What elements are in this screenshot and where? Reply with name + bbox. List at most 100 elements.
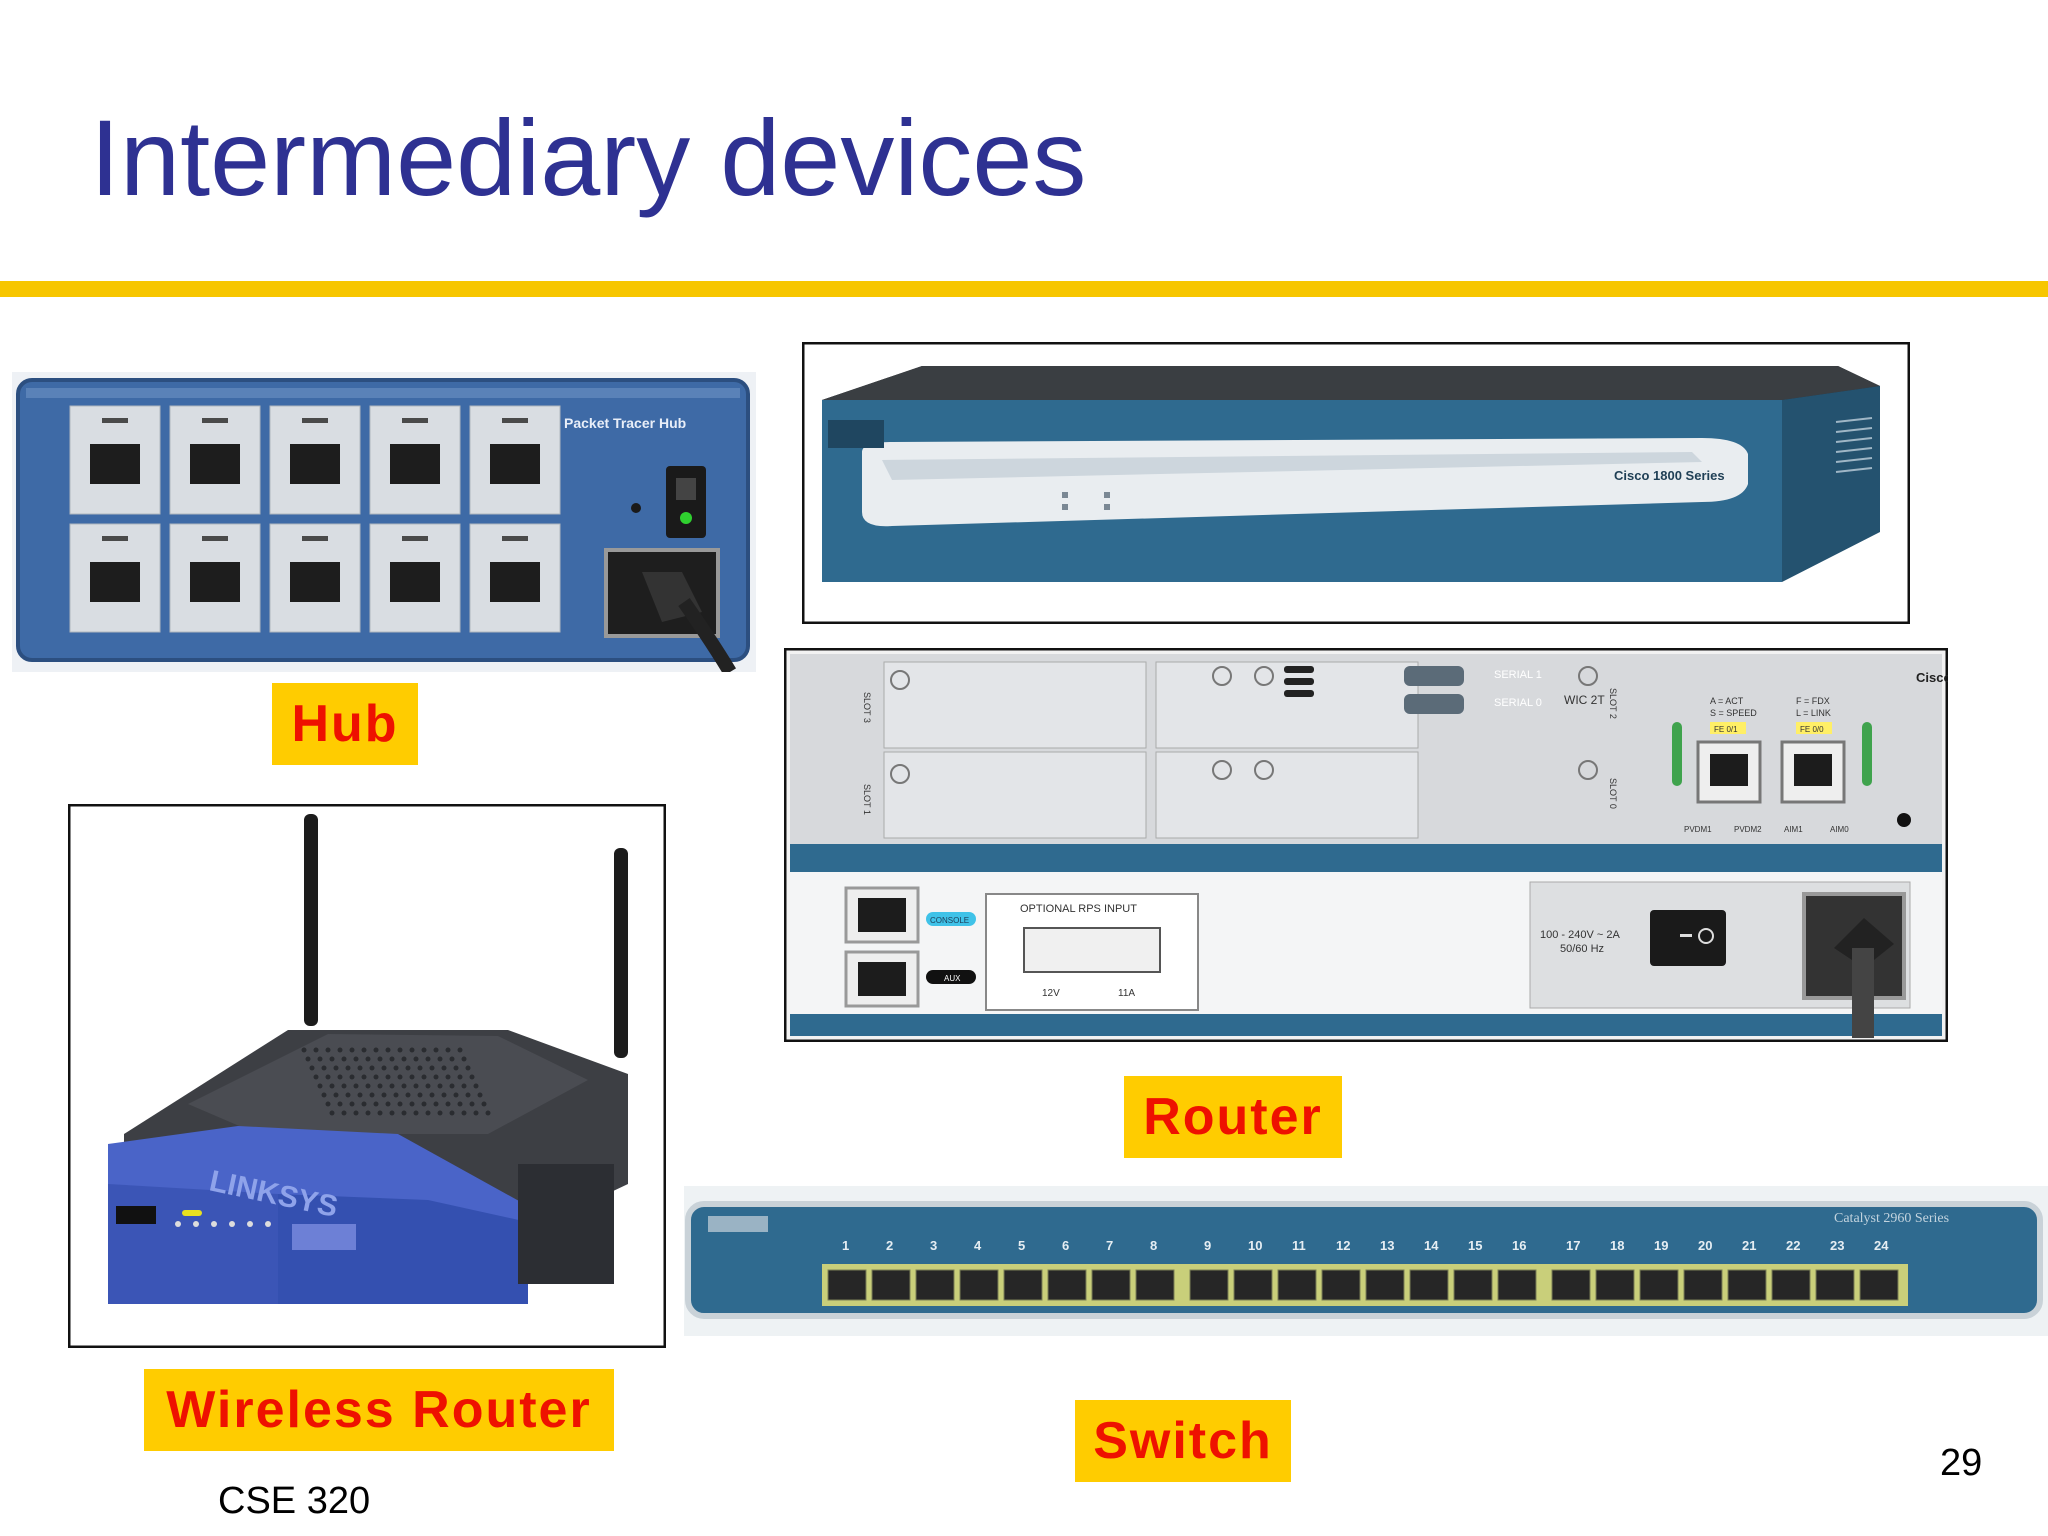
switch-port-number: 7 [1106,1238,1113,1253]
switch-port-number: 15 [1468,1238,1482,1253]
page-number: 29 [1940,1442,1983,1484]
speed-text: S = SPEED [1710,708,1757,718]
fe00-text: FE 0/0 [1800,725,1824,734]
hub-port-jack [490,444,540,484]
hub-port-led [402,418,428,423]
hub-port-jack [390,562,440,602]
hub-port-led [202,418,228,423]
pvdm2-text: PVDM2 [1734,825,1762,834]
router-rear-image: SLOT 3 SLOT 1 SLOT 2 SLOT 0 SERIAL 1 SER… [784,648,1948,1042]
switch-port-number: 11 [1292,1238,1306,1253]
hub-port-jack [190,562,240,602]
serial1-text: SERIAL 1 [1494,669,1542,681]
switch-port [1365,1269,1405,1301]
hub-port-led [302,536,328,541]
course-code: CSE 320 [218,1480,371,1522]
switch-port [1091,1269,1131,1301]
wireless-router-image: LINKSYS [68,804,666,1348]
switch-port [1815,1269,1855,1301]
switch-port-number: 13 [1380,1238,1394,1253]
switch-port-number: 14 [1424,1238,1439,1253]
switch-port [1003,1269,1043,1301]
router-brand-text: Cisco 1800 Series [1614,468,1725,483]
switch-port-number: 10 [1248,1238,1262,1253]
switch-label: Switch [1075,1400,1291,1482]
switch-port-number: 8 [1150,1238,1157,1253]
rps-text: OPTIONAL RPS INPUT [1020,903,1137,915]
switch-port-number: 1 [842,1238,849,1253]
hub-port-jack [290,562,340,602]
hub-port-led [102,418,128,423]
wireless-router-label: Wireless Router [144,1369,614,1451]
switch-port-number: 21 [1742,1238,1756,1253]
switch-port-number: 4 [974,1238,982,1253]
switch-port-number: 5 [1018,1238,1025,1253]
switch-port-number: 9 [1204,1238,1211,1253]
hub-port-jack [90,444,140,484]
switch-port [1683,1269,1723,1301]
slide-title: Intermediary devices [90,97,1087,218]
switch-port [871,1269,911,1301]
switch-port-number: 19 [1654,1238,1668,1253]
slot1-text: SLOT 1 [862,784,872,815]
switch-port [1727,1269,1767,1301]
pvdm1-text: PVDM1 [1684,825,1712,834]
rear-brand-text: Cisco [1916,670,1948,685]
switch-port [915,1269,955,1301]
hub-port-led [502,418,528,423]
switch-port-number: 17 [1566,1238,1580,1253]
hub-port-housing [69,405,161,515]
12v-text: 12V [1042,988,1060,999]
title-divider [0,281,2048,297]
aim1-text: AIM1 [1784,825,1803,834]
switch-port-number: 6 [1062,1238,1069,1253]
hub-image: Packet Tracer Hub [12,372,756,672]
switch-port [1189,1269,1229,1301]
link-text: L = LINK [1796,708,1831,718]
switch-port [1551,1269,1591,1301]
hub-port-jack [490,562,540,602]
switch-port [1771,1269,1811,1301]
switch-port [1859,1269,1899,1301]
switch-port [1453,1269,1493,1301]
slot2-text: SLOT 2 [1608,688,1618,719]
fe01-text: FE 0/1 [1714,725,1738,734]
switch-port-number: 2 [886,1238,893,1253]
switch-port-number: 12 [1336,1238,1350,1253]
11a-text: 11A [1118,988,1135,999]
serial0-text: SERIAL 0 [1494,697,1542,709]
aux-text: AUX [944,974,961,983]
hub-port-jack [290,444,340,484]
switch-port-number: 23 [1830,1238,1844,1253]
switch-port [1409,1269,1449,1301]
switch-port-number: 24 [1874,1238,1889,1253]
hz-text: 50/60 Hz [1560,943,1604,955]
switch-port [1277,1269,1317,1301]
hub-port-led [502,536,528,541]
hub-port-led [302,418,328,423]
console-text: CONSOLE [930,916,969,925]
slot0-text: SLOT 0 [1608,778,1618,809]
switch-port-number: 16 [1512,1238,1526,1253]
slot3-text: SLOT 3 [862,692,872,723]
wic-text: WIC 2T [1564,693,1605,707]
switch-port [1595,1269,1635,1301]
router-front-image: Cisco 1800 Series [802,342,1910,624]
hub-port-jack [190,444,240,484]
power-rating-text: 100 - 240V ~ 2A [1540,929,1620,941]
switch-port [1321,1269,1361,1301]
act-text: A = ACT [1710,696,1744,706]
switch-port-number: 3 [930,1238,937,1253]
switch-port [827,1269,867,1301]
hub-name-text: Packet Tracer Hub [564,415,686,431]
router-label: Router [1124,1076,1342,1158]
hub-port-led [202,536,228,541]
fdx-text: F = FDX [1796,696,1830,706]
switch-port [1047,1269,1087,1301]
hub-label: Hub [272,683,418,765]
hub-port-led [102,536,128,541]
switch-port [1639,1269,1679,1301]
switch-port-number: 18 [1610,1238,1624,1253]
aim0-text: AIM0 [1830,825,1849,834]
